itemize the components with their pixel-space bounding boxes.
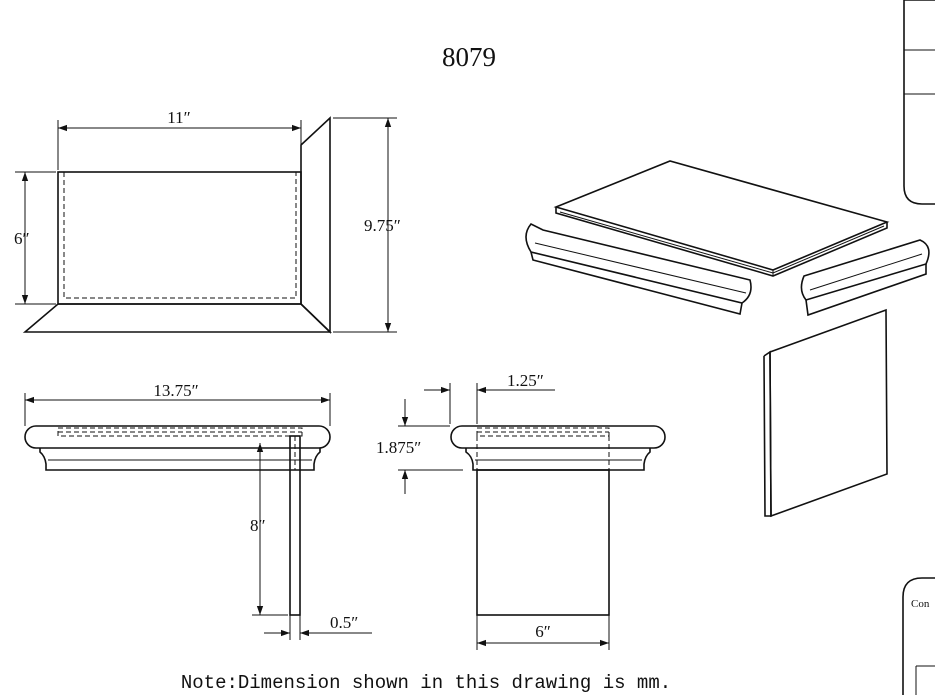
side-view: 13.75″ 8″ 0.5″ <box>24 381 372 640</box>
dim-profile-height: 1.875″ <box>376 438 421 457</box>
dim-shelf-length: 13.75″ <box>153 381 198 400</box>
dim-front-height: 6″ <box>14 229 30 248</box>
title-block-label: Con <box>911 598 930 610</box>
dim-front-width: 11″ <box>167 108 190 127</box>
dim-board-thickness: 0.5″ <box>330 613 358 632</box>
drawing-note: Note:Dimension shown in this drawing is … <box>181 672 671 694</box>
dim-bracket-depth: 8″ <box>250 516 266 535</box>
dim-lip-width: 1.25″ <box>507 371 544 390</box>
dim-end-width: 6″ <box>535 622 551 641</box>
dim-overall-height: 9.75″ <box>364 216 401 235</box>
drawing-title: 8079 <box>442 42 496 72</box>
end-view: 1.25″ 1.875″ 6″ <box>376 371 666 650</box>
front-view: 11″ 6″ 9.75″ <box>14 108 401 334</box>
title-block-frame: Con <box>902 0 935 695</box>
isometric-view <box>525 160 930 518</box>
